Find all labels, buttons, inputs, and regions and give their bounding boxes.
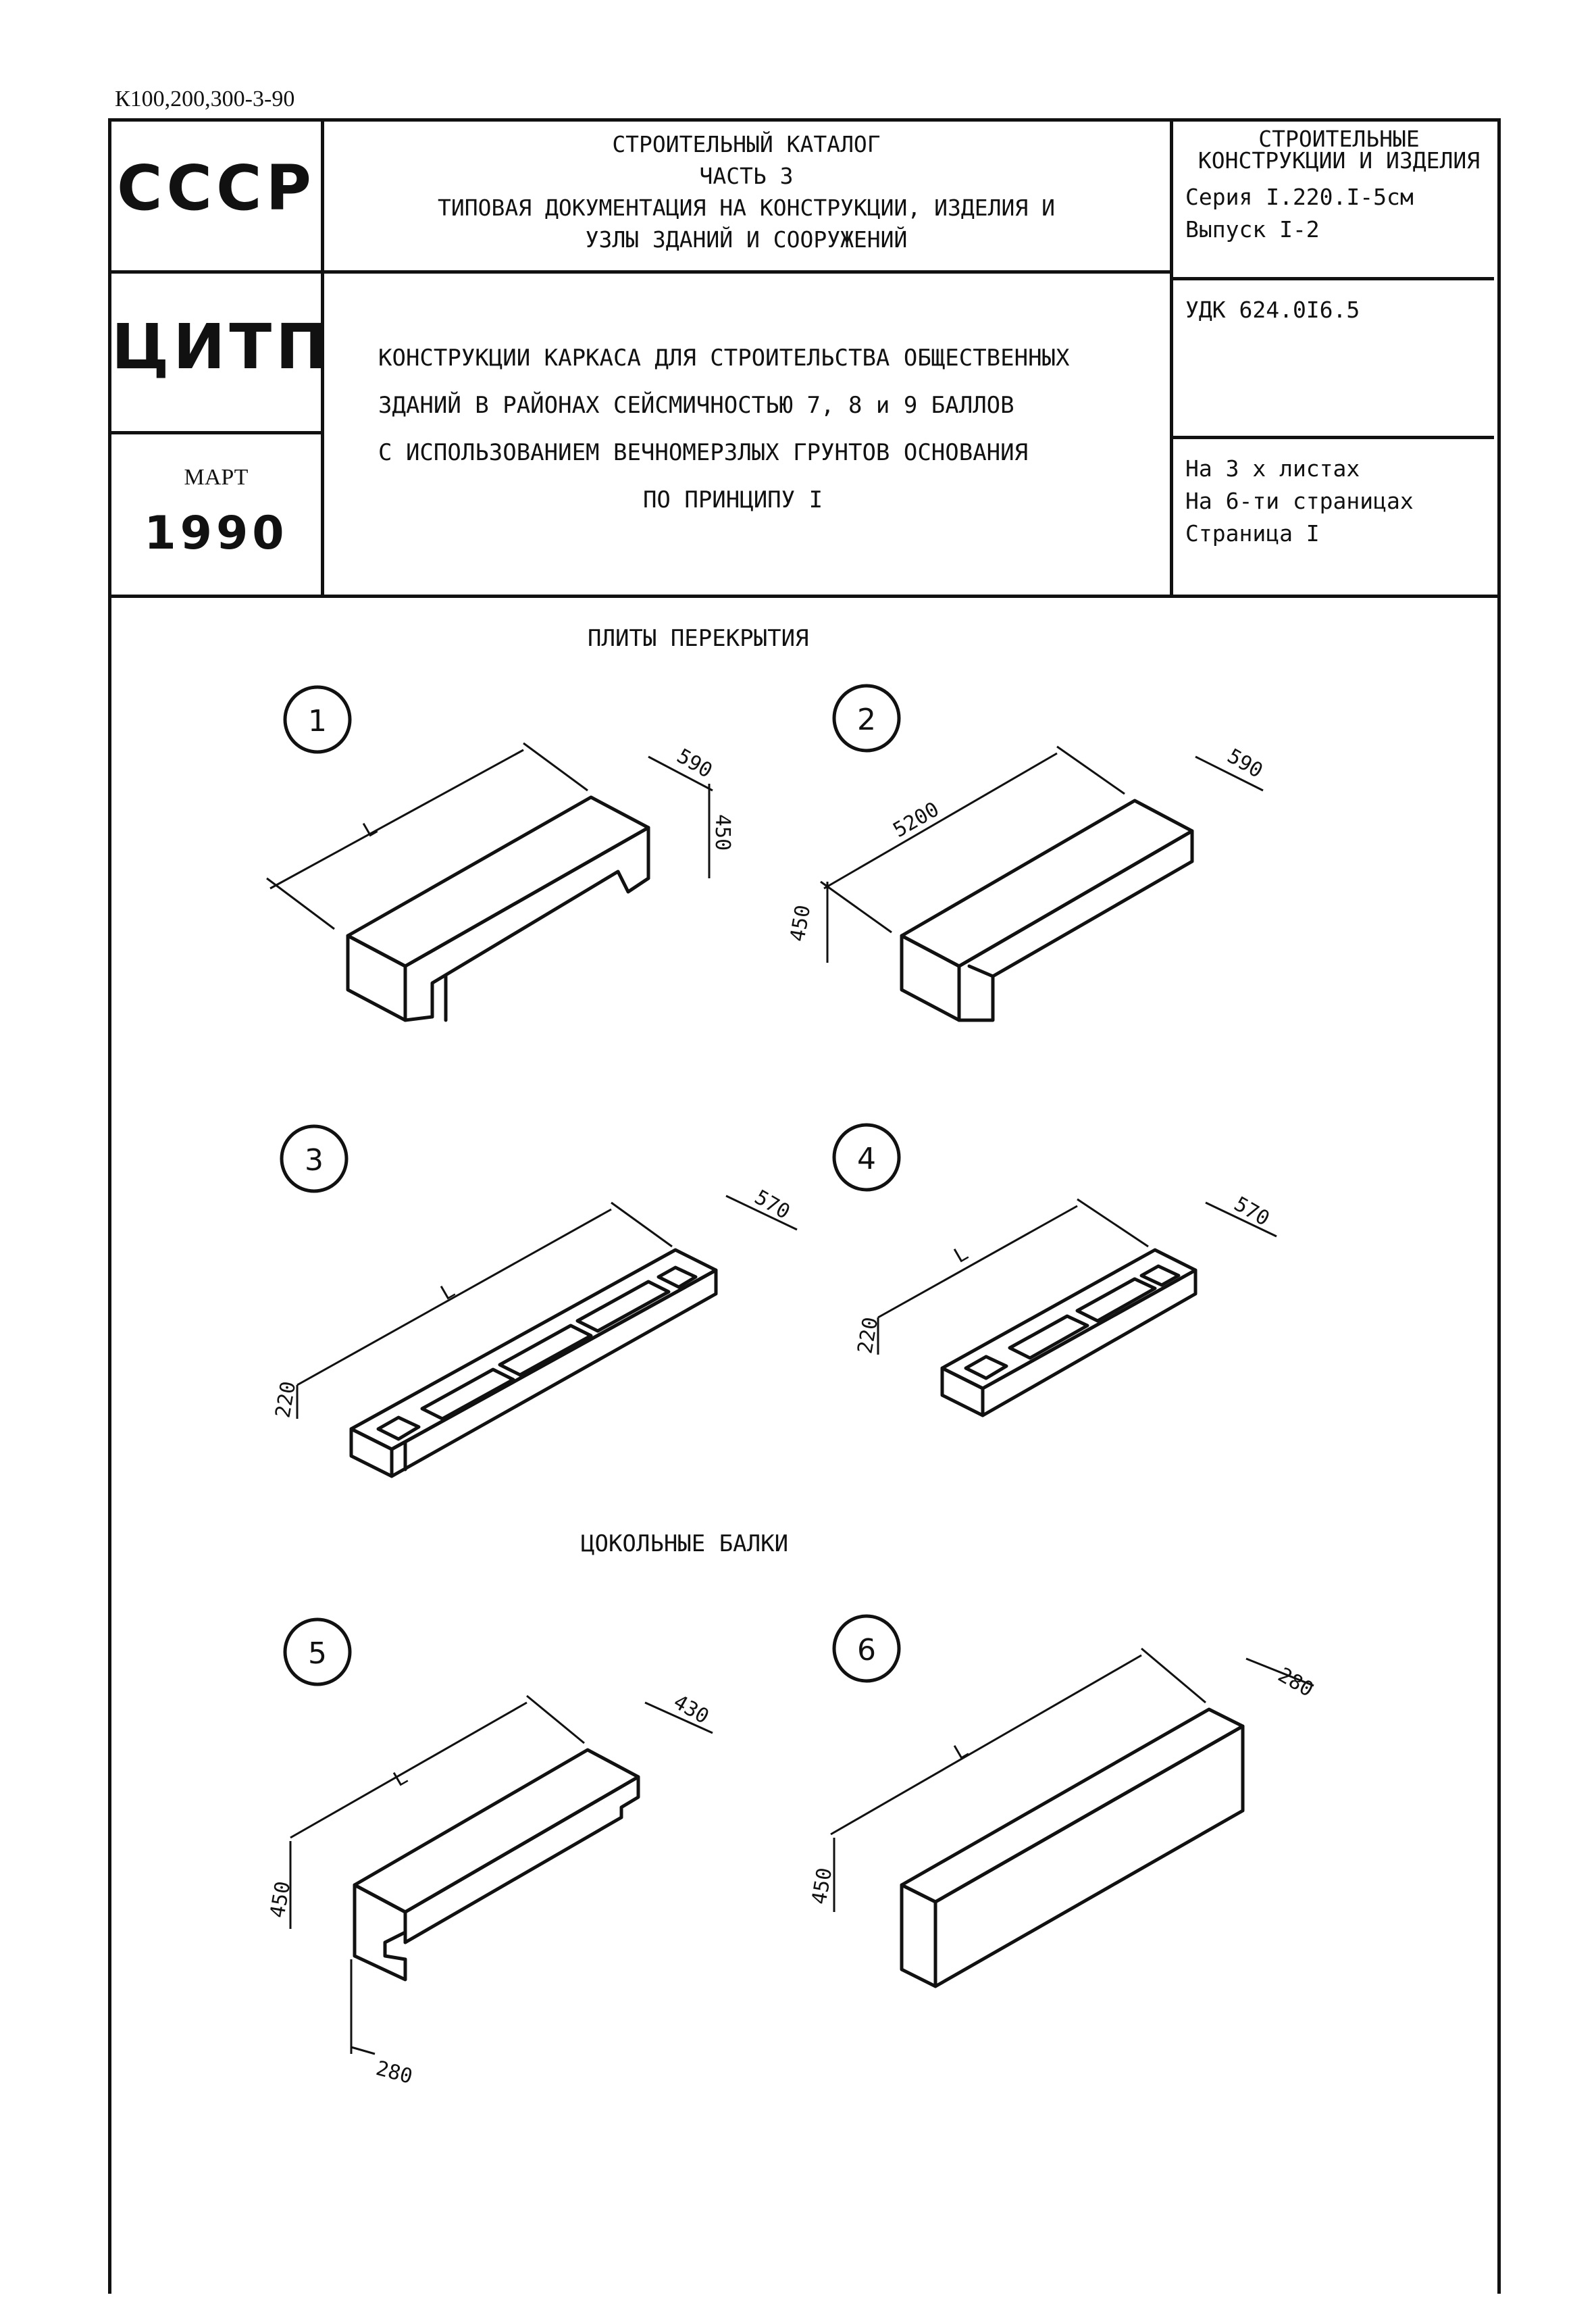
item-4-dim-length: L [950, 1242, 973, 1268]
item-1-dim-width: 590 [673, 745, 716, 783]
item-2-circle [832, 684, 901, 753]
item-6-dim-height: 450 [807, 1866, 837, 1906]
document-code: К100,200,300-3-90 [115, 86, 295, 111]
item-5-dim-width: 430 [669, 1690, 713, 1729]
section-title-beams: ЦОКОЛЬНЫЕ БАЛКИ [581, 1530, 789, 1557]
item-4-dim-width: 570 [1230, 1192, 1273, 1231]
item-2-drawing: 2 5200 590 450 [786, 684, 1266, 1022]
item-5-circle [283, 1617, 352, 1686]
sheet-info: На 3 х листах На 6-ти страницах Страница… [1185, 453, 1414, 550]
org-ussr: СССР [117, 152, 315, 224]
header-divider-right-1 [1172, 277, 1494, 280]
item-3-dim-width: 570 [750, 1186, 794, 1224]
issue-number: Выпуск I-2 [1185, 216, 1320, 243]
document-frame [108, 118, 1501, 2294]
udk-code: УДК 624.0I6.5 [1185, 297, 1360, 323]
org-citp: ЦИТП [111, 311, 332, 383]
issue-month: МАРТ [184, 465, 249, 490]
item-1-circle [283, 685, 352, 754]
item-3-drawing: 3 L 570 220 [271, 1124, 798, 1478]
header-bottom-line [108, 595, 1497, 598]
header-vline-right [1170, 118, 1173, 598]
item-3-circle [280, 1124, 349, 1193]
catalog-block: СТРОИТЕЛЬНЫЙ КАТАЛОГ ЧАСТЬ 3 ТИПОВАЯ ДОК… [324, 128, 1168, 255]
header-divider-left-2 [108, 431, 324, 434]
series-line: СТРОИТЕЛЬНЫЕ [1258, 126, 1420, 152]
item-3-dim-length: L [437, 1279, 459, 1305]
item-1-dim-height: 450 [711, 814, 734, 851]
item-6-drawing: 6 L 280 450 [807, 1614, 1317, 1988]
item-5-dim-overhang: 280 [374, 2057, 415, 2089]
item-6-dim-length: L [950, 1738, 973, 1765]
series-line: КОНСТРУКЦИИ И ИЗДЕЛИЯ [1198, 147, 1481, 174]
catalog-line: СТРОИТЕЛЬНЫЙ КАТАЛОГ [612, 131, 881, 157]
document-title: КОНСТРУКЦИИ КАРКАСА ДЛЯ СТРОИТЕЛЬСТВА ОБ… [378, 334, 1155, 524]
header-divider-right-2 [1172, 436, 1494, 439]
sheet-count: На 3 х листах [1185, 455, 1360, 482]
page-count: На 6-ти страницах [1185, 488, 1414, 514]
catalog-line: УЗЛЫ ЗДАНИЙ И СООРУЖЕНИЙ [585, 226, 908, 253]
item-4-drawing: 4 L 570 220 [832, 1123, 1277, 1417]
series-block: СТРОИТЕЛЬНЫЕ КОНСТРУКЦИИ И ИЗДЕЛИЯ Серия… [1185, 128, 1493, 246]
page-number: Страница I [1185, 520, 1320, 547]
item-4-circle [832, 1123, 901, 1192]
title-line: С ИСПОЛЬЗОВАНИЕМ ВЕЧНОМЕРЗЛЫХ ГРУНТОВ ОС… [378, 439, 1029, 466]
item-5-drawing: 5 L 430 450 280 [265, 1617, 713, 2089]
issue-year: 1990 [144, 507, 288, 560]
item-5-number: 5 [308, 1636, 327, 1671]
title-line: ПО ПРИНЦИПУ I [642, 486, 823, 513]
title-line: ЗДАНИЙ В РАЙОНАХ СЕЙСМИЧНОСТЬЮ 7, 8 и 9 … [378, 392, 1014, 419]
item-2-dim-height: 450 [786, 903, 815, 943]
item-6-circle [832, 1614, 901, 1683]
header-divider-1 [108, 270, 1172, 274]
catalog-line: ТИПОВАЯ ДОКУМЕНТАЦИЯ НА КОНСТРУКЦИИ, ИЗД… [438, 195, 1055, 221]
series-number: Серия I.220.I-5см [1185, 184, 1414, 210]
item-6-dim-width: 280 [1274, 1663, 1317, 1702]
section-title-slabs: ПЛИТЫ ПЕРЕКРЫТИЯ [588, 625, 809, 652]
catalog-line: ЧАСТЬ 3 [699, 163, 794, 189]
item-2-dim-width: 590 [1223, 745, 1266, 783]
item-1-drawing: 1 L 590 450 [266, 685, 734, 1022]
item-3-number: 3 [305, 1143, 324, 1178]
item-1-number: 1 [308, 704, 327, 738]
item-4-number: 4 [857, 1142, 876, 1176]
item-6-number: 6 [857, 1633, 876, 1667]
title-line: КОНСТРУКЦИИ КАРКАСА ДЛЯ СТРОИТЕЛЬСТВА ОБ… [378, 345, 1070, 372]
header-vline-left [321, 118, 324, 598]
item-2-number: 2 [857, 703, 876, 737]
